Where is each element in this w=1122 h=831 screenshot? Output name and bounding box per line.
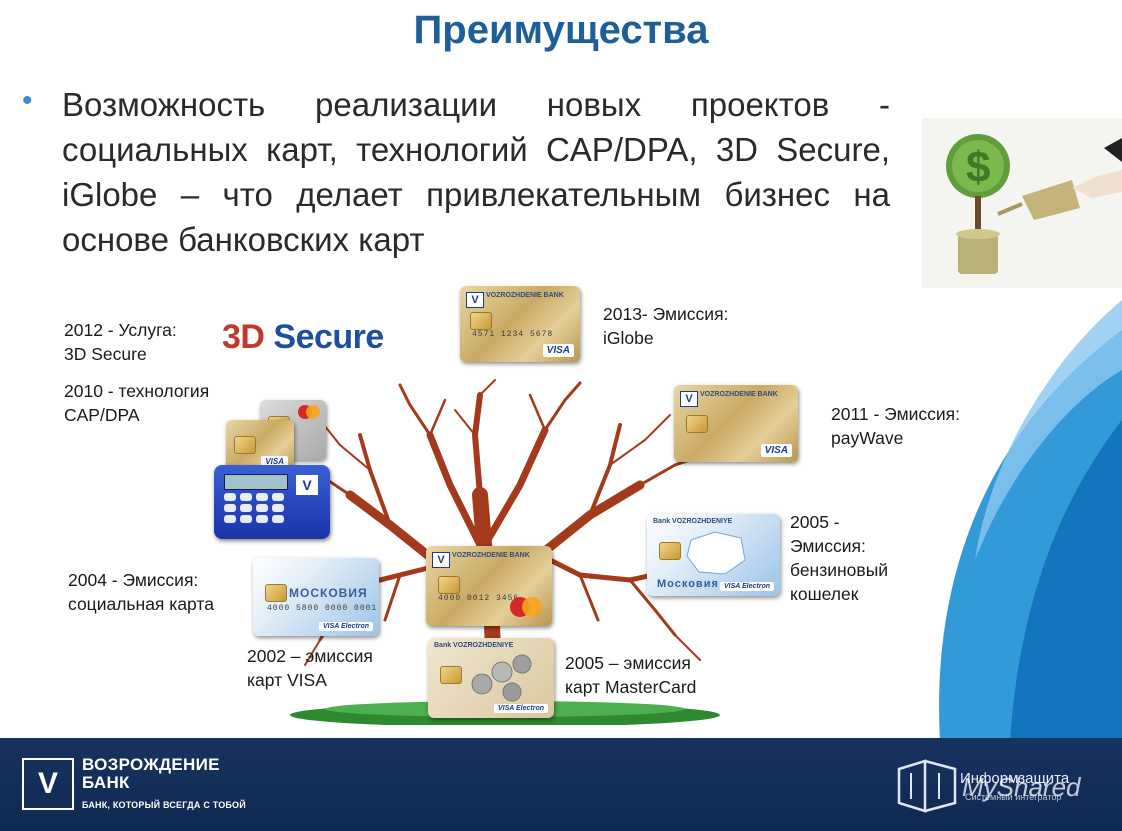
money-tree-illustration: $ <box>922 118 1122 288</box>
card-number: 4571 1234 5678 <box>472 330 554 339</box>
visa-logo: VISA <box>261 456 288 467</box>
card-moscow-label: Московия <box>657 578 719 590</box>
partner-name: Информзащита <box>960 770 1070 787</box>
card-iglobe: V VOZROZHDENIE BANK 4571 1234 5678 VISA <box>460 286 580 362</box>
infozashita-logo-icon <box>897 759 957 813</box>
token-keypad <box>224 493 288 523</box>
bullet-marker: • <box>22 84 33 117</box>
token-screen <box>224 474 288 490</box>
3d-secure-logo-part2: Secure <box>264 318 384 356</box>
bank-logo-icon: V <box>22 758 74 810</box>
card-paywave: V VOZROZHDENIE BANK VISA <box>674 385 798 462</box>
card-social: МОСКОВИЯ 4000 5800 0000 0001 VISA Electr… <box>253 558 379 636</box>
card-brand: Bank VOZROZHDENIYE <box>653 518 733 525</box>
milestone-2010: 2010 - технология CAP/DPA <box>64 381 210 425</box>
watermark: MyShared <box>962 772 1081 802</box>
cap-dpa-token-device: V <box>214 465 330 539</box>
card-number: 4000 0012 3456 <box>438 594 520 603</box>
card-brand: VOZROZHDENIE BANK <box>486 292 564 299</box>
3d-secure-logo-part1: 3D <box>222 318 265 356</box>
milestone-2002: 2002 – эмиссия карт VISA <box>247 646 373 690</box>
card-coins: Bank VOZROZHDENIYE VISA Electron <box>428 638 554 718</box>
mastercard-icon <box>510 597 542 617</box>
visa-electron-logo: VISA Electron <box>719 582 774 591</box>
visa-logo: VISA <box>760 444 792 457</box>
card-brand: VOZROZHDENIE BANK <box>700 391 778 398</box>
partner-subtitle: Системный интегратор <box>965 792 1062 802</box>
bullet-text: Возможность реализации новых проектов - … <box>62 86 890 258</box>
moscow-region-map-icon <box>686 531 746 575</box>
mastercard-icon <box>298 405 320 419</box>
card-brand: Bank VOZROZHDENIYE <box>434 642 514 649</box>
footer-bank-name: ВОЗРОЖДЕНИЕ БАНК <box>82 755 220 792</box>
coins-icon <box>471 654 532 702</box>
visa-logo: VISA <box>542 344 574 357</box>
3d-secure-logo: 3D Secure <box>222 318 384 357</box>
footer-slogan: БАНК, КОТОРЫЙ ВСЕГДА С ТОБОЙ <box>82 800 246 810</box>
bank-v-logo-icon: V <box>432 552 450 568</box>
slide-title: Преимущества <box>413 8 709 52</box>
card-mastercard-gold: V VOZROZHDENIE BANK 4000 0012 3456 <box>426 546 552 626</box>
bank-v-logo-icon: V <box>680 391 698 407</box>
bank-v-logo-icon: V <box>466 292 484 308</box>
milestone-2013: 2013- Эмиссия: iGlobe <box>603 304 729 348</box>
footer-bar <box>0 738 1122 831</box>
milestone-2012: 2012 - Услуга: 3D Secure <box>64 320 177 364</box>
visa-electron-logo: VISA Electron <box>493 704 548 713</box>
milestone-2011: 2011 - Эмиссия: payWave <box>831 404 960 448</box>
card-fuel-wallet: Bank VOZROZHDENIYE Московия VISA Electro… <box>647 514 780 596</box>
milestone-2005-mastercard: 2005 – эмиссия карт MasterCard <box>565 653 697 697</box>
card-brand: VOZROZHDENIE BANK <box>452 552 530 559</box>
card-number: 4000 5800 0000 0001 <box>267 604 378 613</box>
bank-v-logo-icon: V <box>296 475 318 495</box>
card-cap-gold: VISA <box>226 420 294 472</box>
svg-text:$: $ <box>966 143 990 192</box>
card-moscow-label: МОСКОВИЯ <box>289 586 368 600</box>
visa-electron-logo: VISA Electron <box>318 622 373 631</box>
milestone-2004: 2004 - Эмиссия: социальная карта <box>68 570 214 614</box>
milestone-2005-fuel: 2005 - Эмиссия: бензиновый кошелек <box>790 512 889 604</box>
